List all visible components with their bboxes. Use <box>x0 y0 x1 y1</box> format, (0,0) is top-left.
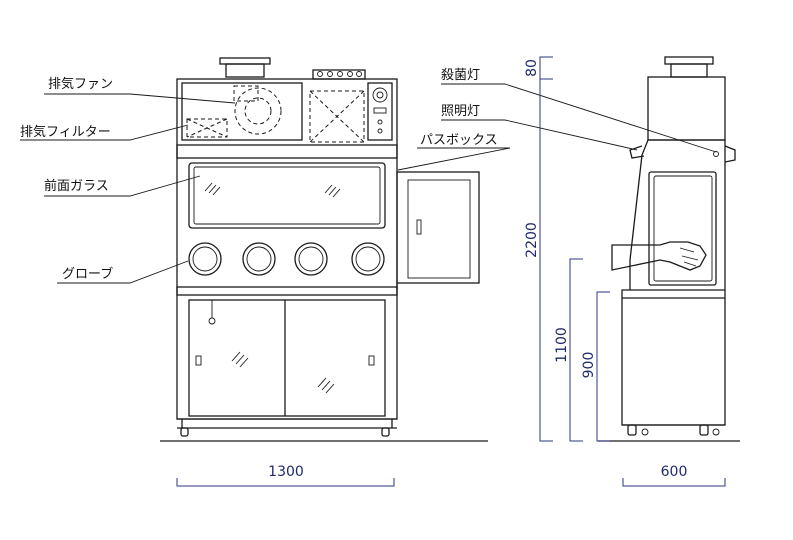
intake-filter <box>309 90 365 143</box>
dimension-lines <box>176 56 726 487</box>
exhaust-filter <box>186 118 228 138</box>
glove-ports <box>188 242 385 276</box>
label-pass-box: パスボックス <box>420 133 498 148</box>
leader-lines <box>20 83 717 284</box>
pass-box <box>396 171 480 290</box>
label-glove: グローブ <box>62 266 113 282</box>
upper-compartment <box>181 82 303 141</box>
dim-front-width: 1300 <box>268 464 304 480</box>
label-exhaust-filter: 排気フィルター <box>20 124 111 140</box>
divider-band <box>176 144 398 159</box>
arm-in-glove <box>611 241 707 271</box>
dim-arm-port-height: 1100 <box>554 327 570 363</box>
label-front-glass: 前面ガラス <box>44 178 109 194</box>
exhaust-fan <box>233 85 282 135</box>
front-glass <box>188 162 386 229</box>
base-casters <box>177 418 397 437</box>
lower-cabinet <box>188 299 386 417</box>
side-view <box>598 56 740 442</box>
control-panel <box>367 82 393 141</box>
dim-total-height: 2200 <box>524 222 540 258</box>
callout-labels: 排気ファン 排気フィルター 前面ガラス グローブ パスボックス 殺菌灯 照明灯 <box>20 68 498 282</box>
control-knobs <box>312 69 366 80</box>
label-lighting-lamp: 照明灯 <box>441 104 480 119</box>
work-surface <box>176 286 398 296</box>
label-sterilizing-lamp: 殺菌灯 <box>441 68 480 83</box>
dim-top-unit: 80 <box>524 59 540 77</box>
dim-side-depth: 600 <box>661 464 688 480</box>
dim-work-surface-height: 900 <box>581 352 597 379</box>
dimension-labels: 1300 600 80 2200 1100 900 <box>268 59 687 480</box>
label-exhaust-fan: 排気ファン <box>48 76 113 92</box>
front-view <box>160 57 488 442</box>
exhaust-duct <box>219 57 271 78</box>
